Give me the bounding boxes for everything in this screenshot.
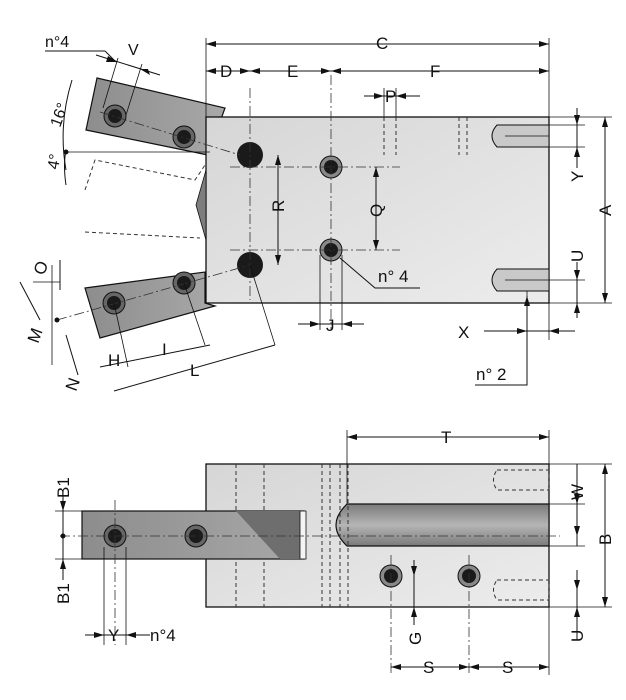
dim-r-label: R bbox=[269, 200, 288, 212]
dim-h-label: H bbox=[108, 351, 120, 370]
dim-b1-bottom-label: B1 bbox=[54, 583, 73, 604]
dim-s2-label: S bbox=[502, 658, 513, 677]
dim-v-line bbox=[95, 54, 161, 76]
side-view: T B W U G S S bbox=[54, 428, 615, 677]
dim-p-label: P bbox=[385, 87, 396, 106]
dim-o-label: O bbox=[30, 258, 52, 277]
jaw-holes bbox=[102, 104, 196, 315]
dim-w-label: W bbox=[568, 484, 587, 500]
dim-b1-top-label: B1 bbox=[54, 477, 73, 498]
dim-u-label: U bbox=[568, 250, 587, 262]
dim-j-label: J bbox=[326, 316, 335, 335]
angle-16-label: 16° bbox=[48, 101, 72, 130]
n4-label: n° 4 bbox=[378, 267, 408, 286]
hidden-passages bbox=[383, 117, 468, 155]
gripper-body bbox=[205, 116, 550, 304]
dim-n-label: N bbox=[62, 375, 84, 393]
dim-l-line bbox=[113, 344, 276, 392]
dim-e-label: E bbox=[287, 62, 298, 81]
jaw-open-outline bbox=[84, 159, 206, 239]
dim-l-label: L bbox=[190, 361, 199, 380]
dim-v-label: V bbox=[128, 42, 139, 59]
dim-y-label: Y bbox=[568, 171, 587, 182]
n2-label: n° 2 bbox=[476, 365, 506, 384]
dim-i-label: I bbox=[162, 340, 167, 359]
n2-leader bbox=[475, 296, 528, 386]
dim-q-label: Q bbox=[367, 204, 386, 217]
dim-g-label: G bbox=[406, 632, 425, 645]
n4-leader bbox=[339, 257, 420, 289]
top-view: C D E F P R Q n° 4 J bbox=[19, 34, 615, 393]
dim-t-label: T bbox=[441, 428, 451, 447]
n4-top-label: n°4 bbox=[45, 34, 69, 51]
dim-c-label: C bbox=[376, 34, 388, 53]
center-lines bbox=[56, 75, 400, 330]
side-slots bbox=[491, 124, 550, 292]
dim-f-label: F bbox=[430, 62, 440, 81]
side-jaw-shade bbox=[236, 511, 300, 559]
dim-y-side-label: Y bbox=[108, 626, 119, 645]
n4-side-label: n°4 bbox=[150, 626, 176, 645]
extension-lines-top bbox=[205, 38, 550, 117]
dim-x-label: X bbox=[458, 323, 469, 342]
side-hidden-lines bbox=[235, 464, 550, 607]
jaw-notch bbox=[195, 169, 207, 241]
dim-a-label: A bbox=[596, 204, 615, 216]
dim-u-side-label: U bbox=[568, 630, 587, 642]
dim-m-label: M bbox=[24, 326, 47, 346]
rod-slot bbox=[335, 503, 550, 547]
angle-4-label: 4° bbox=[45, 153, 64, 171]
dim-d-label: D bbox=[220, 62, 232, 81]
dim-b-label: B bbox=[596, 534, 615, 545]
dim-m-line bbox=[19, 281, 41, 321]
dim-hi-line bbox=[99, 344, 211, 368]
dim-s1-label: S bbox=[423, 658, 434, 677]
